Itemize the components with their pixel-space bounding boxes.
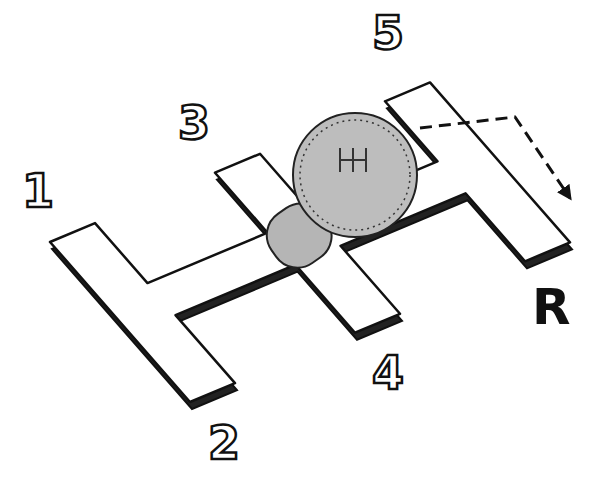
knob-ball bbox=[293, 113, 417, 237]
gate-thickness bbox=[52, 89, 572, 409]
gate-top bbox=[50, 82, 570, 402]
reverse-label: R bbox=[532, 282, 571, 332]
knob-stitching bbox=[300, 120, 410, 230]
gear-number: 3 bbox=[178, 100, 210, 146]
gear-number: 2 bbox=[208, 420, 240, 466]
gear-number: 4 bbox=[372, 350, 404, 396]
gear-knob bbox=[257, 113, 417, 278]
knob-pattern bbox=[340, 148, 366, 172]
gear-number: 1 bbox=[22, 168, 54, 214]
gate-side bbox=[52, 89, 572, 409]
gear-number: 5 bbox=[372, 10, 404, 56]
reverse-arrow bbox=[420, 117, 570, 198]
shift-gate bbox=[50, 82, 570, 402]
